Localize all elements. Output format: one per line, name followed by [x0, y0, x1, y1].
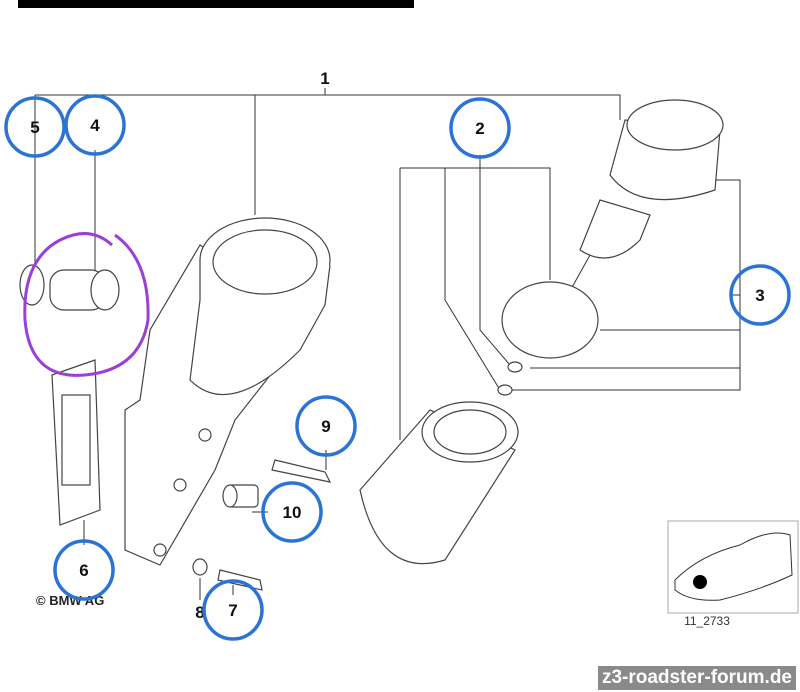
bolt [271, 459, 332, 483]
highlight-circles: 5 4 2 3 9 10 6 7 [4, 94, 791, 641]
part-label-2: 2 [475, 119, 484, 138]
leader-lines [34, 88, 741, 600]
washer [192, 558, 208, 576]
redaction-bar [18, 0, 414, 8]
location-inset [667, 520, 799, 614]
part-label-7: 7 [228, 601, 237, 620]
gasket-window [61, 394, 91, 486]
oil-filter-element [359, 401, 519, 565]
oil-filter-housing [124, 217, 331, 566]
oil-pressure-sensor [222, 484, 259, 508]
watermark: z3-roadster-forum.de [597, 666, 796, 690]
copyright: © BMW AG [36, 593, 104, 608]
part-label-8: 8 [195, 603, 204, 622]
part-label-3: 3 [755, 286, 764, 305]
cap-seal-ring [501, 281, 599, 359]
part-label-5: 5 [30, 118, 39, 137]
part-label-9: 9 [321, 417, 330, 436]
location-dot [693, 575, 707, 589]
thermostat-part [49, 269, 120, 311]
small-o-ring [497, 384, 513, 396]
part-label-6: 6 [79, 561, 88, 580]
part-label-1: 1 [320, 69, 329, 88]
purple-marker-outline [23, 232, 150, 377]
oil-filter-cap [564, 99, 724, 301]
part-label-10: 10 [283, 503, 302, 522]
diagram-code: 11_2733 [684, 614, 730, 628]
small-o-ring [507, 361, 523, 373]
bolt [217, 569, 263, 591]
car-outline [674, 532, 793, 601]
part-label-4: 4 [90, 116, 100, 135]
